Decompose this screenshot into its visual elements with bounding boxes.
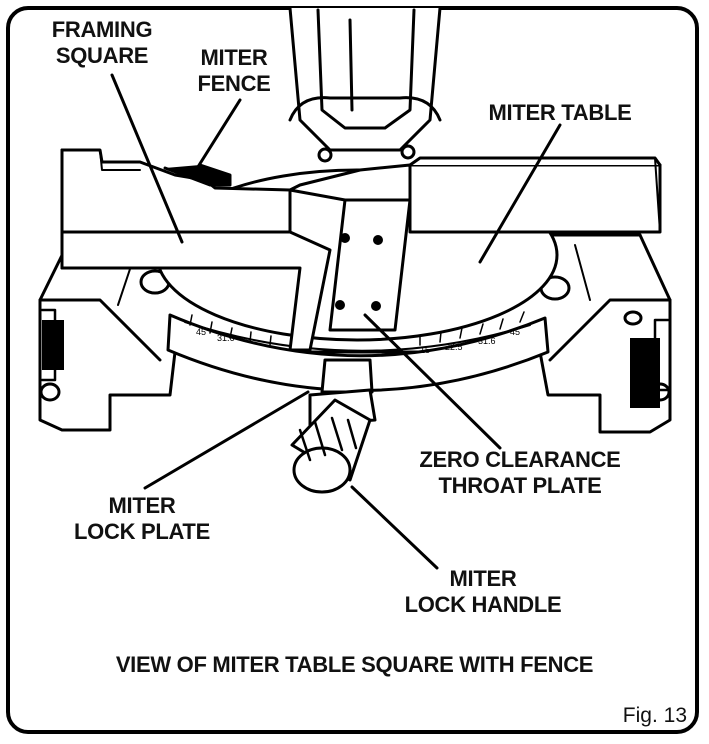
leader-throat-plate (363, 313, 502, 450)
leader-lock-plate (143, 390, 310, 490)
saw-head (288, 6, 442, 163)
scale-mark-7: 31.6 (478, 336, 496, 346)
leader-miter-fence (194, 98, 242, 172)
framing-square (60, 230, 332, 352)
scale-mark-1: 45 (196, 327, 206, 337)
leader-miter-table (478, 123, 562, 264)
scale-mark-5: 15 (420, 345, 430, 355)
scale-mark-6: 22.5 (445, 342, 463, 352)
miter-scale (189, 311, 525, 346)
leader-framing-square (110, 73, 184, 244)
figure-caption: VIEW OF MITER TABLE SQUARE WITH FENCE (115, 652, 594, 677)
leader-lock-handle (350, 485, 439, 570)
label-miter-table: MITER TABLE (488, 100, 632, 125)
figure-number: Fig. 13 (622, 704, 687, 727)
miter-lock-handle (290, 358, 377, 494)
scale-mark-2: 31.6 (217, 333, 235, 343)
leader-lines (110, 73, 562, 570)
scale-mark-8: 45 (510, 327, 520, 337)
throat-plate (288, 163, 412, 332)
